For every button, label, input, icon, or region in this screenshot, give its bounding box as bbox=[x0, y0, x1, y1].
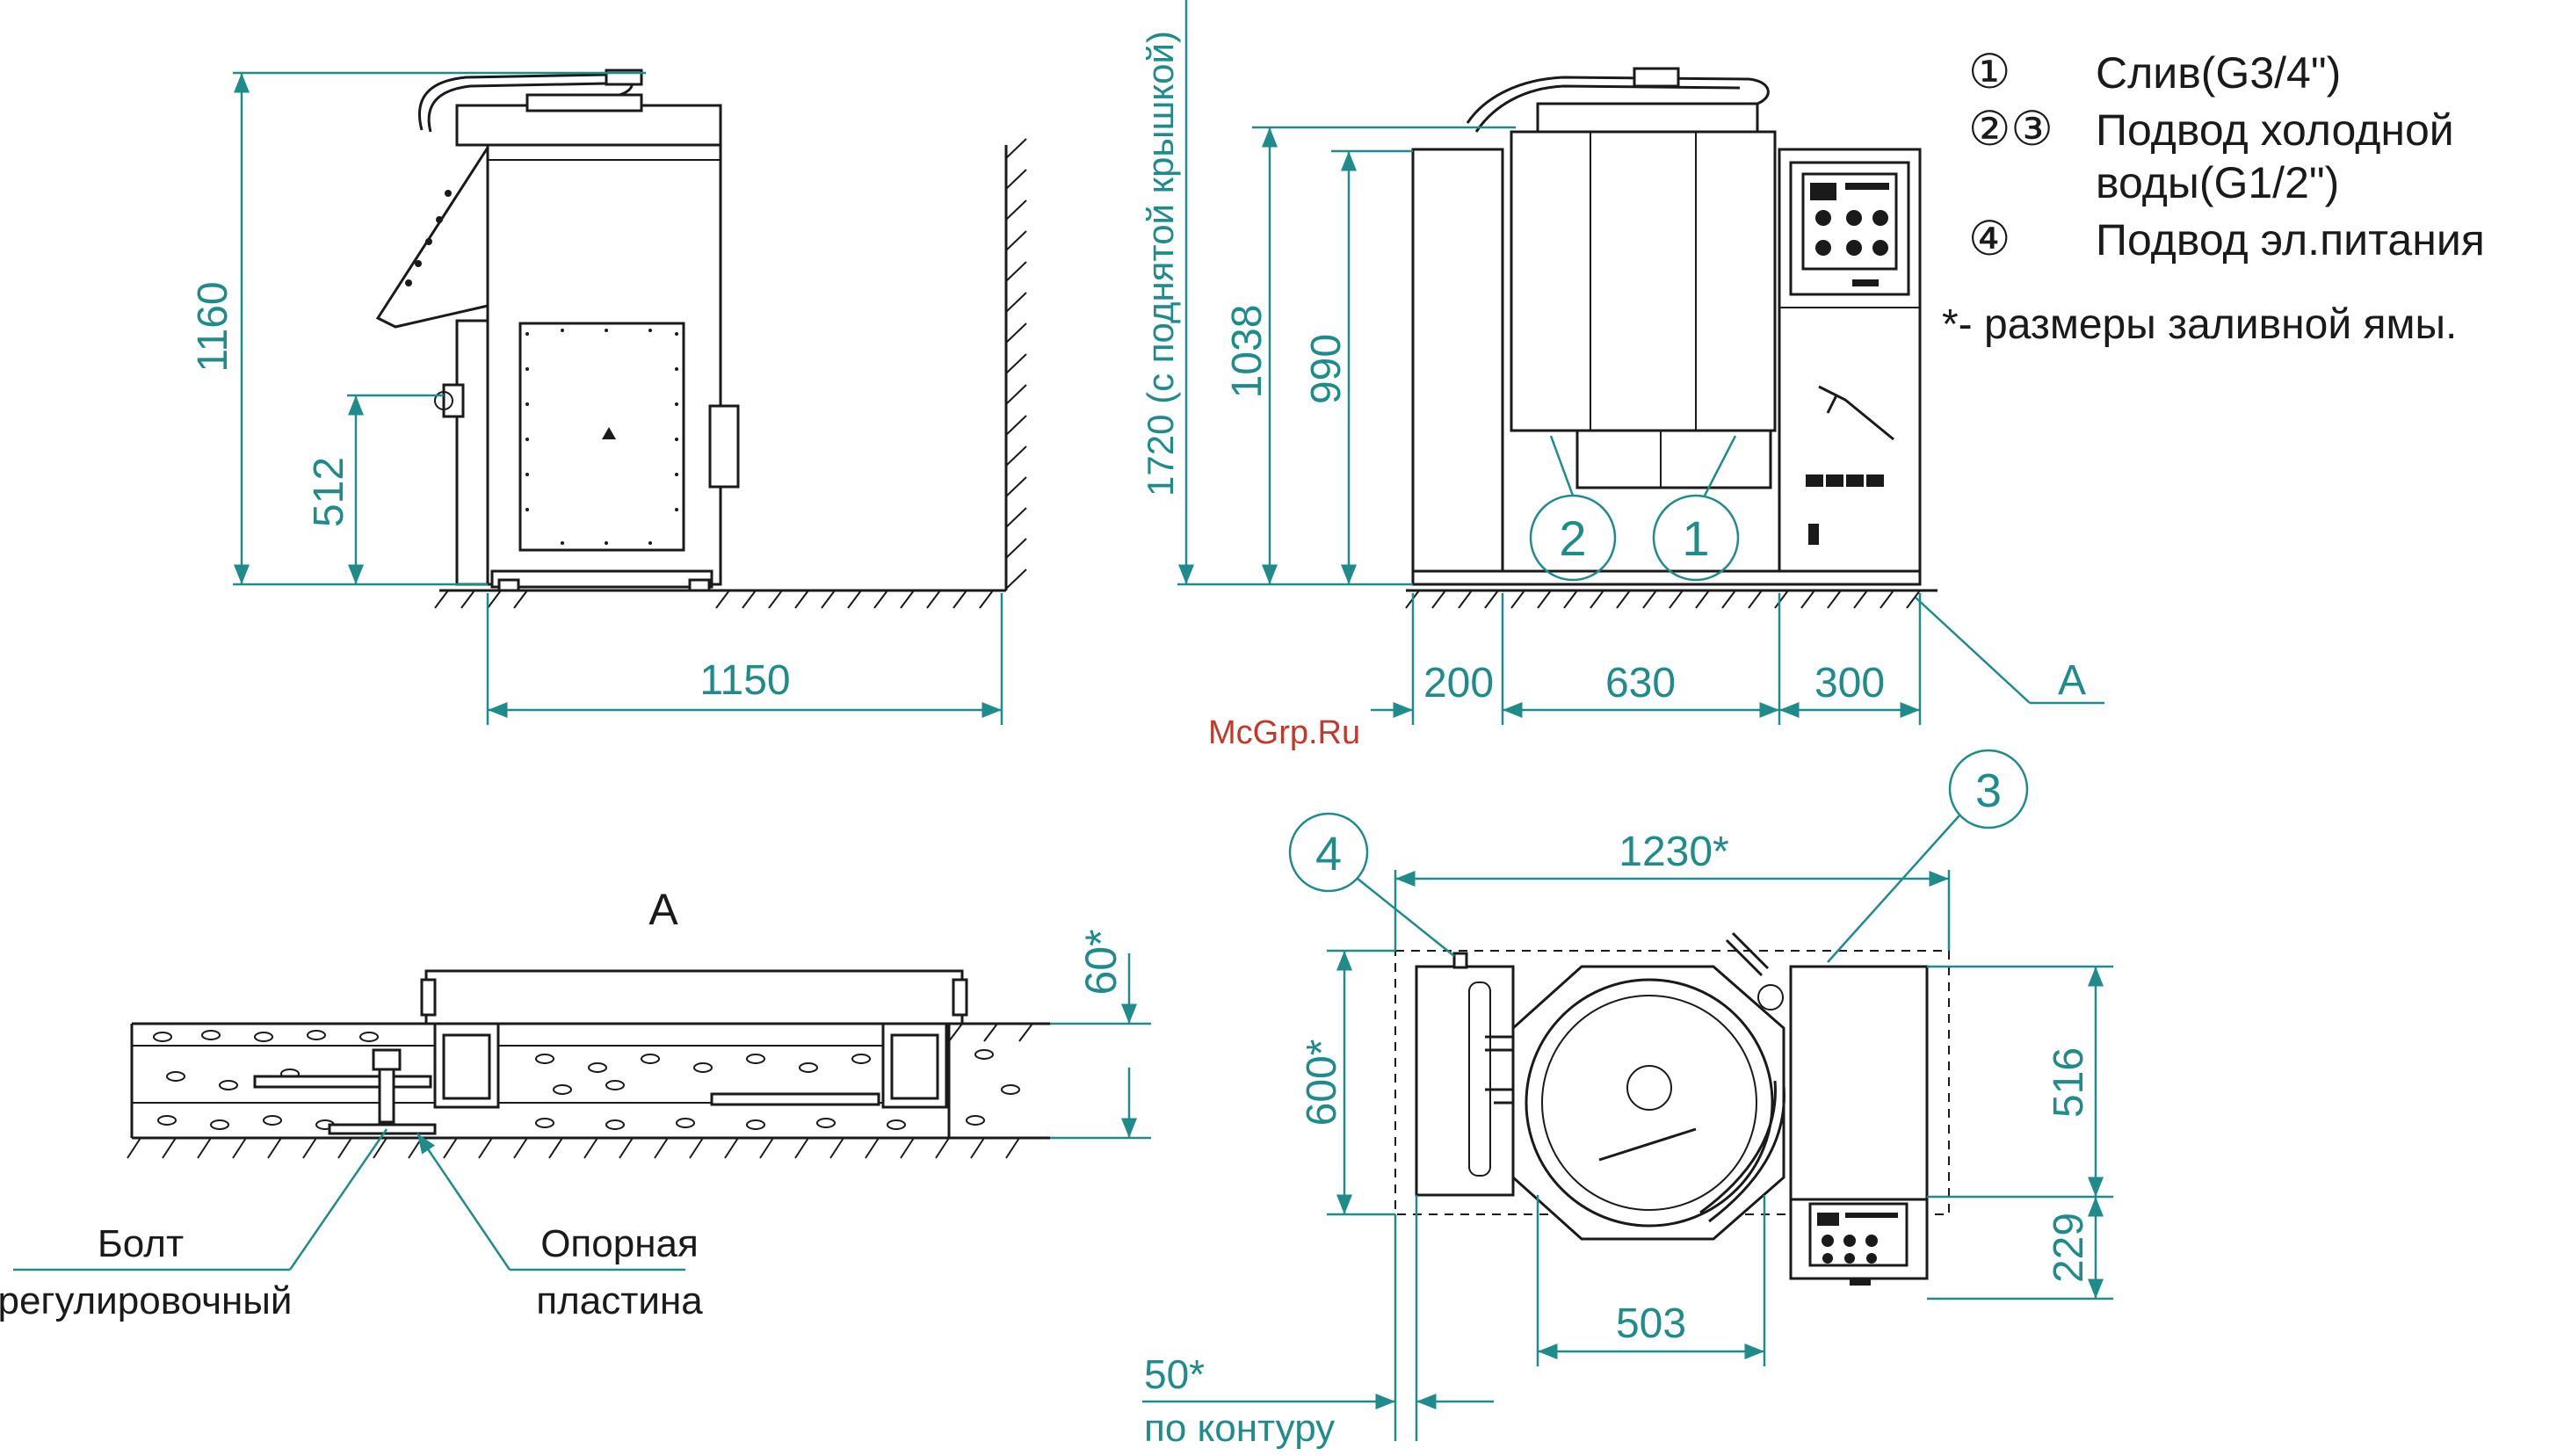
callout-3: 3 bbox=[1975, 764, 2002, 817]
section-a-view: A bbox=[0, 885, 1151, 1322]
dim-200: 200 bbox=[1423, 660, 1494, 706]
section-mark-a: A bbox=[2058, 657, 2086, 704]
side-view: 1160 512 1150 bbox=[190, 70, 1026, 725]
dim-depth-600: 600* bbox=[1299, 1039, 1345, 1126]
legend-note: *- размеры заливной ямы. bbox=[1942, 301, 2457, 348]
front-view: 2 1 1720 (с поднятой крышкой) 1038 990 2… bbox=[1140, 0, 2104, 725]
dim-contour-50: 50* bbox=[1144, 1351, 1205, 1397]
legend-text-1: Слив(G3/4") bbox=[2096, 48, 2341, 98]
dim-516: 516 bbox=[2046, 1047, 2092, 1118]
dim-503: 503 bbox=[1616, 1300, 1686, 1347]
legend-marker-4: ④ bbox=[1968, 213, 2010, 265]
legend: ① Слив(G3/4") ②③ Подвод холодной воды(G1… bbox=[1942, 46, 2485, 348]
dim-width-1230: 1230* bbox=[1619, 829, 1728, 875]
dim-body-990: 990 bbox=[1303, 334, 1350, 404]
legend-text-4: Подвод эл.питания bbox=[2096, 215, 2485, 264]
dim-lid-raised-1720: 1720 (с поднятой крышкой) bbox=[1140, 31, 1181, 496]
dim-630: 630 bbox=[1605, 660, 1676, 706]
label-bolt-2: регулировочный bbox=[0, 1279, 293, 1322]
section-a-title: A bbox=[648, 885, 678, 934]
dim-depth-1150: 1150 bbox=[699, 657, 790, 704]
dim-total-1038: 1038 bbox=[1224, 305, 1271, 399]
label-bolt-1: Болт bbox=[98, 1222, 184, 1265]
dim-contour-label: по контуру bbox=[1144, 1407, 1335, 1450]
callout-2: 2 bbox=[1559, 511, 1586, 566]
callout-4: 4 bbox=[1315, 828, 1342, 880]
watermark: McGrp.Ru bbox=[1208, 714, 1360, 751]
legend-marker-1: ① bbox=[1968, 46, 2010, 98]
dim-height-1160: 1160 bbox=[190, 281, 236, 372]
legend-marker-23: ②③ bbox=[1968, 103, 2053, 156]
callout-1: 1 bbox=[1682, 511, 1709, 566]
dim-outlet-512: 512 bbox=[306, 457, 352, 527]
label-plate-1: Опорная bbox=[540, 1222, 699, 1265]
legend-text-2: Подвод холодной bbox=[2096, 105, 2454, 155]
dim-pit-60: 60* bbox=[1076, 929, 1126, 995]
dim-229: 229 bbox=[2046, 1213, 2092, 1283]
dim-300: 300 bbox=[1814, 660, 1885, 706]
plan-view: 4 3 1230* 600* 516 229 503 50* bbox=[1142, 750, 2113, 1450]
label-plate-2: пластина bbox=[536, 1279, 703, 1322]
legend-text-3: воды(G1/2") bbox=[2096, 158, 2339, 207]
